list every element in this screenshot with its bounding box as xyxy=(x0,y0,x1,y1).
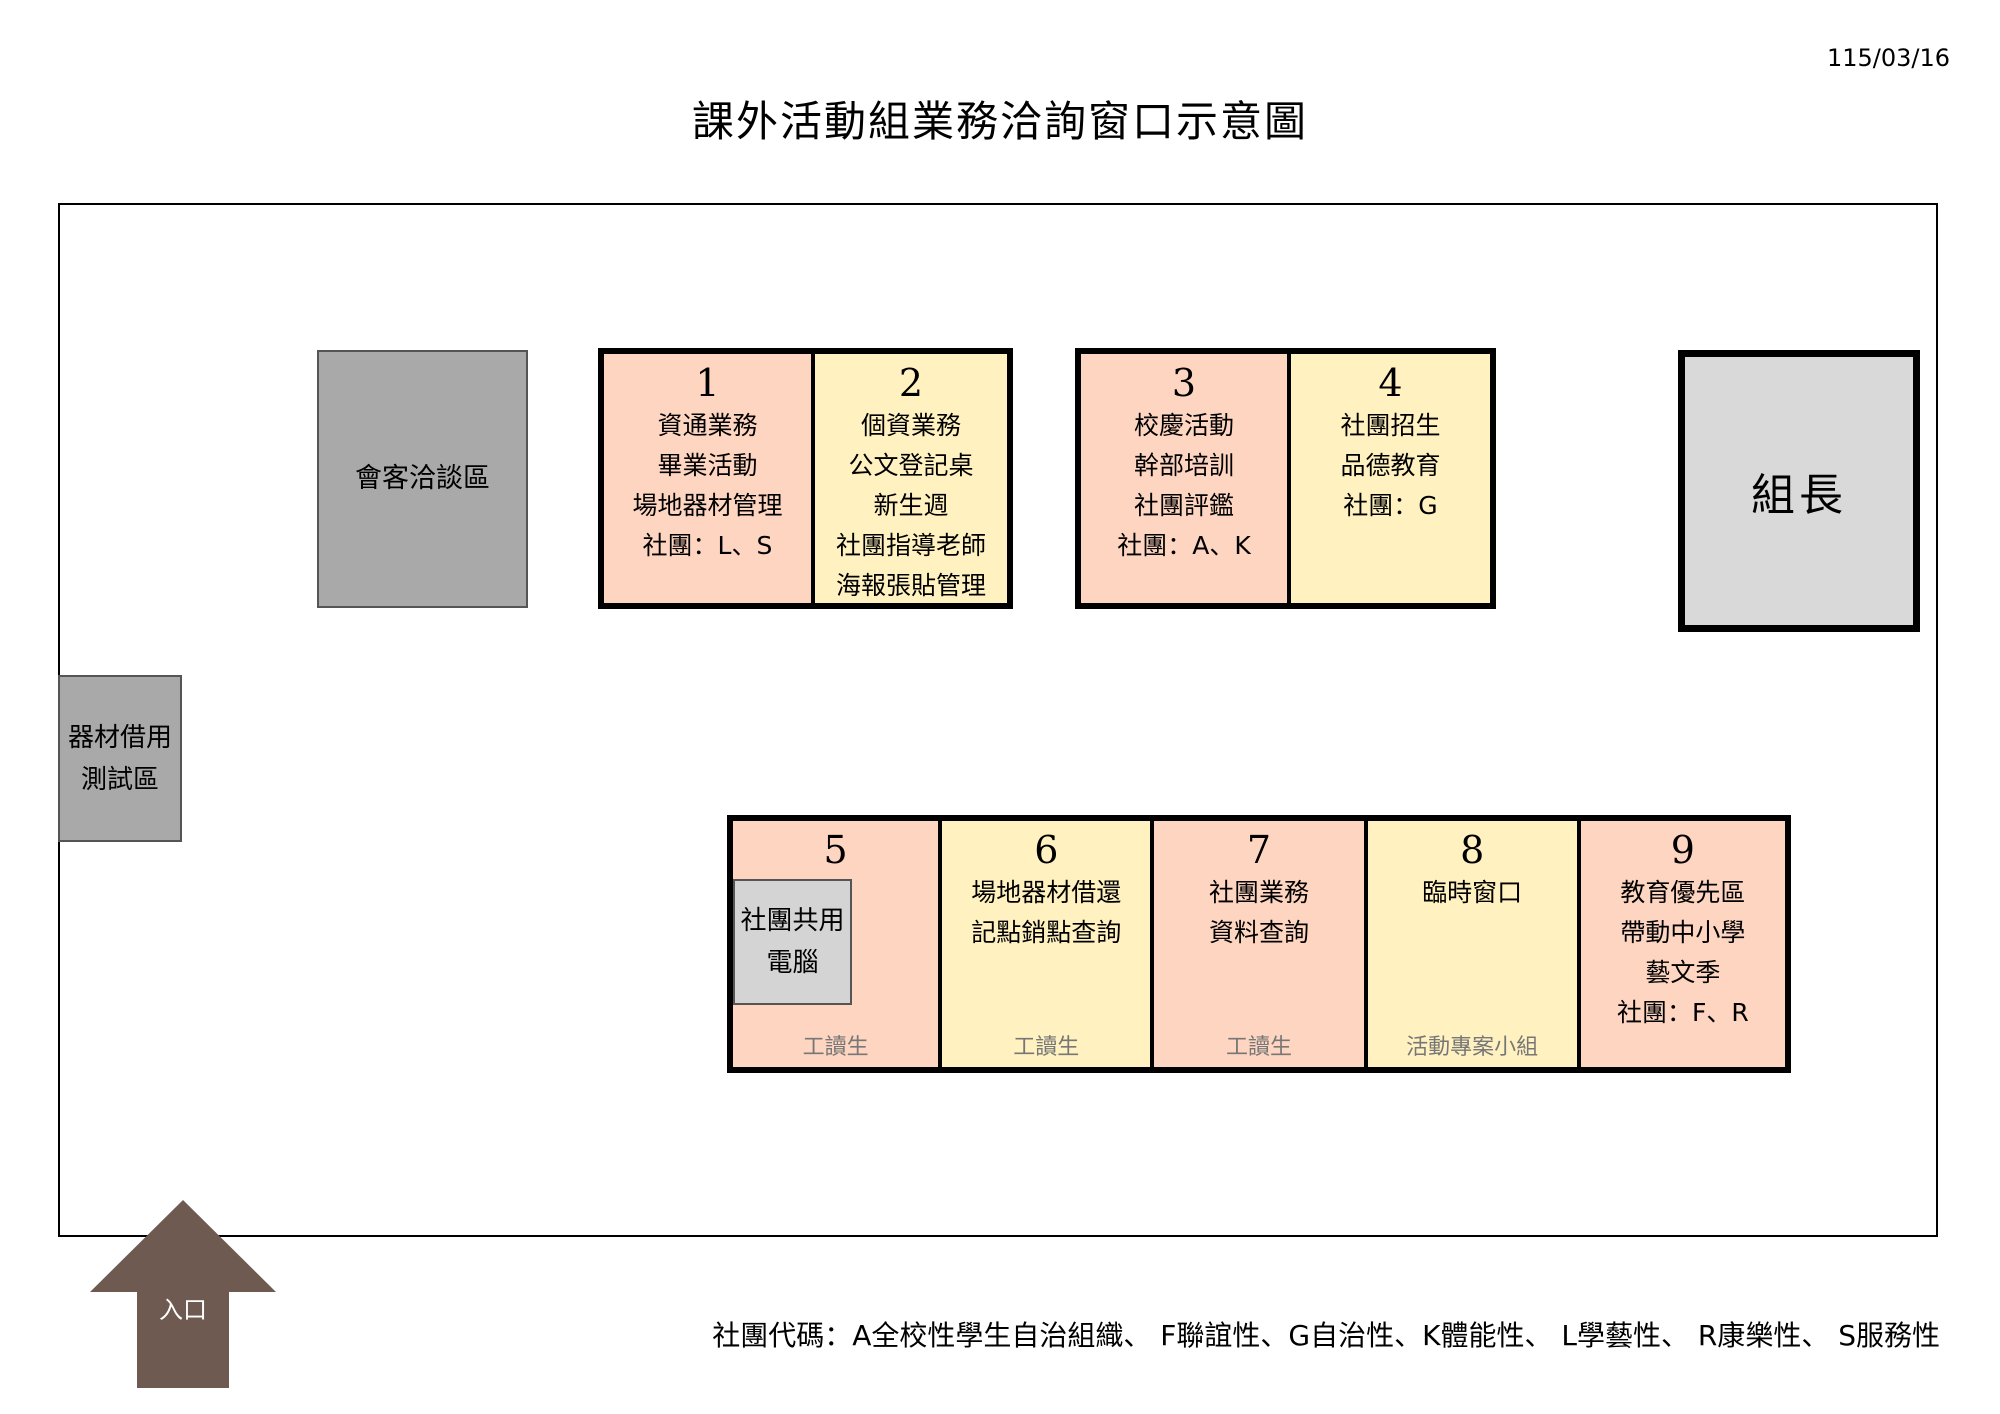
shared-computer-line: 電腦 xyxy=(766,948,819,978)
window-number: 2 xyxy=(898,361,924,405)
window-duty: 公文登記桌 xyxy=(848,451,974,480)
window-staff: 工讀生 xyxy=(802,1035,869,1060)
window-number: 8 xyxy=(1460,828,1485,872)
window-duty: 畢業活動 xyxy=(657,451,758,480)
window-group-2: 3 校慶活動 幹部培訓 社團評鑑 社團：A、K 4 社團招生 品德教育 社團：G xyxy=(1075,348,1496,609)
window-5: 5 社團共用 電腦 工讀生 xyxy=(733,821,939,1067)
window-duty: 帶動中小學 xyxy=(1620,918,1746,947)
equipment-area-line: 測試區 xyxy=(80,764,159,795)
shared-computer-line: 社團共用 xyxy=(740,906,845,936)
date: 115/03/16 xyxy=(1826,44,1950,72)
window-8: 8 臨時窗口 活動專案小組 xyxy=(1363,821,1577,1067)
reception-area: 會客洽談區 xyxy=(317,350,528,608)
entrance-arrow-icon xyxy=(90,1200,276,1388)
chief-desk: 組長 xyxy=(1678,350,1920,632)
window-duty: 海報張貼管理 xyxy=(835,571,986,600)
window-duty: 社團：A、K xyxy=(1117,531,1251,560)
window-duty: 社團：L、S xyxy=(642,531,773,560)
club-code-legend: 社團代碼：A全校性學生自治組織、 F聯誼性、G自治性、K體能性、 L學藝性、 R… xyxy=(712,1319,1940,1352)
window-duty: 資通業務 xyxy=(657,411,758,440)
window-number: 3 xyxy=(1171,361,1197,405)
window-duty: 教育優先區 xyxy=(1620,878,1746,907)
window-number: 1 xyxy=(695,361,720,405)
window-duty: 校慶活動 xyxy=(1133,411,1234,440)
window-group-1: 1 資通業務 畢業活動 場地器材管理 社團：L、S 2 個資業務 公文登記桌 新… xyxy=(598,348,1013,609)
window-4: 4 社團招生 品德教育 社團：G xyxy=(1286,354,1490,603)
window-number: 7 xyxy=(1246,828,1272,872)
window-staff: 工讀生 xyxy=(1013,1035,1080,1060)
window-3: 3 校慶活動 幹部培訓 社團評鑑 社團：A、K xyxy=(1081,354,1287,603)
window-number: 4 xyxy=(1378,361,1403,405)
window-9: 9 教育優先區 帶動中小學 藝文季 社團：F、R xyxy=(1576,821,1785,1067)
window-duty: 記點銷點查詢 xyxy=(971,918,1122,947)
equipment-area: 器材借用 測試區 xyxy=(58,675,182,842)
window-duty: 藝文季 xyxy=(1645,958,1721,987)
page-title: 課外活動組業務洽詢窗口示意圖 xyxy=(691,97,1308,146)
window-group-3: 5 社團共用 電腦 工讀生 6 場地器材借還 記點銷點查詢 工讀生 7 社團業務… xyxy=(727,815,1791,1073)
window-duty: 社團指導老師 xyxy=(835,531,986,560)
window-duty: 場地器材借還 xyxy=(971,878,1122,907)
window-1: 1 資通業務 畢業活動 場地器材管理 社團：L、S xyxy=(604,354,811,603)
window-duty: 個資業務 xyxy=(860,411,961,440)
window-duty: 資料查詢 xyxy=(1208,918,1309,947)
window-number: 6 xyxy=(1034,828,1059,872)
window-duty: 社團業務 xyxy=(1208,878,1309,907)
window-duty: 品德教育 xyxy=(1340,451,1441,480)
window-duty: 場地器材管理 xyxy=(632,491,783,520)
window-duty: 社團：F、R xyxy=(1617,998,1749,1027)
window-duty: 社團評鑑 xyxy=(1133,491,1234,520)
shared-computer: 社團共用 電腦 xyxy=(733,879,852,1005)
window-duty: 社團招生 xyxy=(1340,411,1441,440)
window-number: 5 xyxy=(823,828,848,872)
equipment-area-line: 器材借用 xyxy=(67,722,172,753)
window-staff: 活動專案小組 xyxy=(1406,1035,1539,1060)
window-6: 6 場地器材借還 記點銷點查詢 工讀生 xyxy=(938,821,1151,1067)
window-number: 9 xyxy=(1670,828,1695,872)
window-duty: 新生週 xyxy=(873,491,949,520)
window-duty: 臨時窗口 xyxy=(1422,878,1523,907)
window-duty: 幹部培訓 xyxy=(1133,451,1234,480)
window-duty: 社團：G xyxy=(1343,491,1438,520)
entrance-label: 入口 xyxy=(159,1296,207,1324)
window-staff: 工讀生 xyxy=(1225,1035,1292,1060)
window-2: 2 個資業務 公文登記桌 新生週 社團指導老師 海報張貼管理 xyxy=(810,354,1007,603)
window-7: 7 社團業務 資料查詢 工讀生 xyxy=(1150,821,1364,1067)
